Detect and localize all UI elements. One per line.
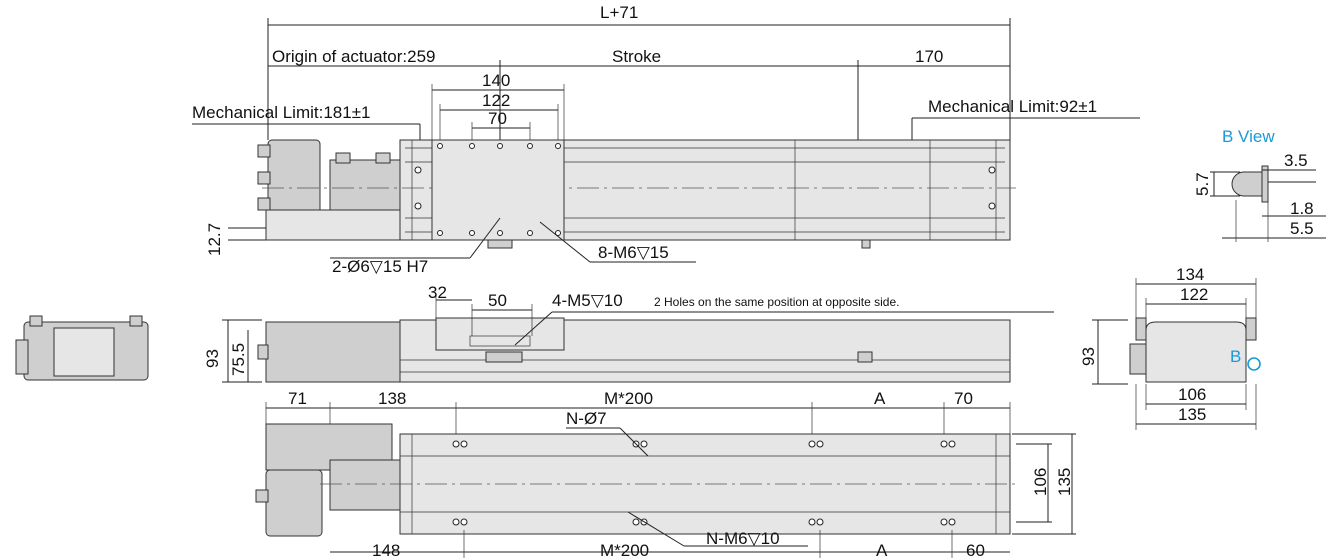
dim-75-5: 75.5 (229, 343, 248, 376)
motor-adapter (265, 209, 401, 241)
slider-side (435, 317, 565, 351)
mech-limit-right: Mechanical Limit:92±1 (928, 97, 1097, 116)
dim-140: 140 (482, 71, 510, 90)
b-marker-circle (1247, 357, 1261, 371)
dim-12-7: 12.7 (205, 223, 224, 256)
b-marker-label: B (1230, 347, 1241, 366)
mech-limit-left: Mechanical Limit:181±1 (192, 103, 370, 122)
end-dim-135: 135 (1178, 405, 1206, 424)
dim-71: 71 (288, 389, 307, 408)
b-view: B View 3.5 5.7 1.8 5.5 (1193, 127, 1326, 242)
b-dim-5-7: 5.7 (1193, 172, 1212, 196)
end-dim-122: 122 (1180, 285, 1208, 304)
left-end-view (15, 315, 149, 381)
pin-holes-label: 2-Ø6▽15 H7 (332, 257, 428, 276)
b-view-title: B View (1222, 127, 1275, 146)
dim-60: 60 (966, 541, 985, 560)
side-view: 32 50 4-M5▽10 2 Holes on the same positi… (203, 283, 1054, 383)
dim-a-top: A (874, 389, 886, 408)
dim-106-bottom: 106 (1031, 468, 1050, 496)
side-holes-note: 2 Holes on the same position at opposite… (654, 295, 899, 309)
dim-a-bottom: A (876, 541, 888, 560)
dim-70: 70 (488, 109, 507, 128)
top-view: L+71 Origin of actuator:259 Stroke 170 1… (192, 3, 1140, 276)
dim-stroke: Stroke (612, 47, 661, 66)
dim-overall: L+71 (600, 3, 638, 22)
b-dim-5-5: 5.5 (1290, 219, 1314, 238)
right-end-view: 134 122 B 93 106 135 (1079, 265, 1261, 430)
end-dim-134: 134 (1176, 265, 1204, 284)
dim-origin: Origin of actuator:259 (272, 47, 435, 66)
dim-148: 148 (372, 541, 400, 560)
dim-50: 50 (488, 291, 507, 310)
end-dim-106: 106 (1178, 385, 1206, 404)
dim-122: 122 (482, 91, 510, 110)
dim-m200-bottom: M*200 (600, 541, 649, 560)
b-dim-1-8: 1.8 (1290, 199, 1314, 218)
bottom-view: 71 138 M*200 A 70 N-Ø7 N-M6▽10 148 (255, 389, 1076, 560)
tap-holes-label: 8-M6▽15 (598, 243, 669, 262)
dim-170: 170 (915, 47, 943, 66)
dim-93-side: 93 (203, 349, 222, 368)
dim-135-bottom: 135 (1055, 468, 1074, 496)
end-dim-93: 93 (1079, 347, 1098, 366)
b-dim-3-5: 3.5 (1284, 151, 1308, 170)
dim-m200-top: M*200 (604, 389, 653, 408)
nm6-holes-label: N-M6▽10 (706, 529, 780, 548)
dim-70-bottom: 70 (954, 389, 973, 408)
motor-side (265, 321, 403, 383)
dim-138: 138 (378, 389, 406, 408)
side-holes-label: 4-M5▽10 (552, 291, 623, 310)
n-holes-label: N-Ø7 (566, 409, 607, 428)
dim-32: 32 (428, 283, 447, 302)
